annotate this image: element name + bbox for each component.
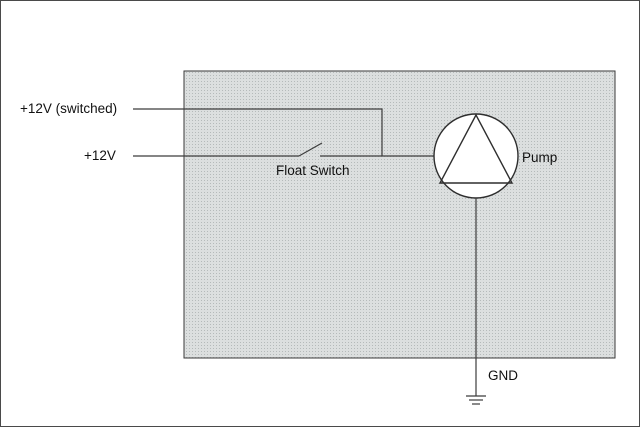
ground-symbol-icon [466, 395, 486, 405]
pump-symbol-icon [433, 113, 519, 199]
supply-label: +12V [84, 148, 116, 163]
switched-supply-label: +12V (switched) [20, 101, 117, 116]
enclosure-box [183, 70, 616, 359]
ground-label: GND [488, 368, 518, 383]
pump-label: Pump [522, 150, 557, 165]
switched-supply-wire [133, 108, 383, 156]
float-switch-blade [298, 142, 323, 157]
float-switch-label: Float Switch [276, 163, 350, 178]
